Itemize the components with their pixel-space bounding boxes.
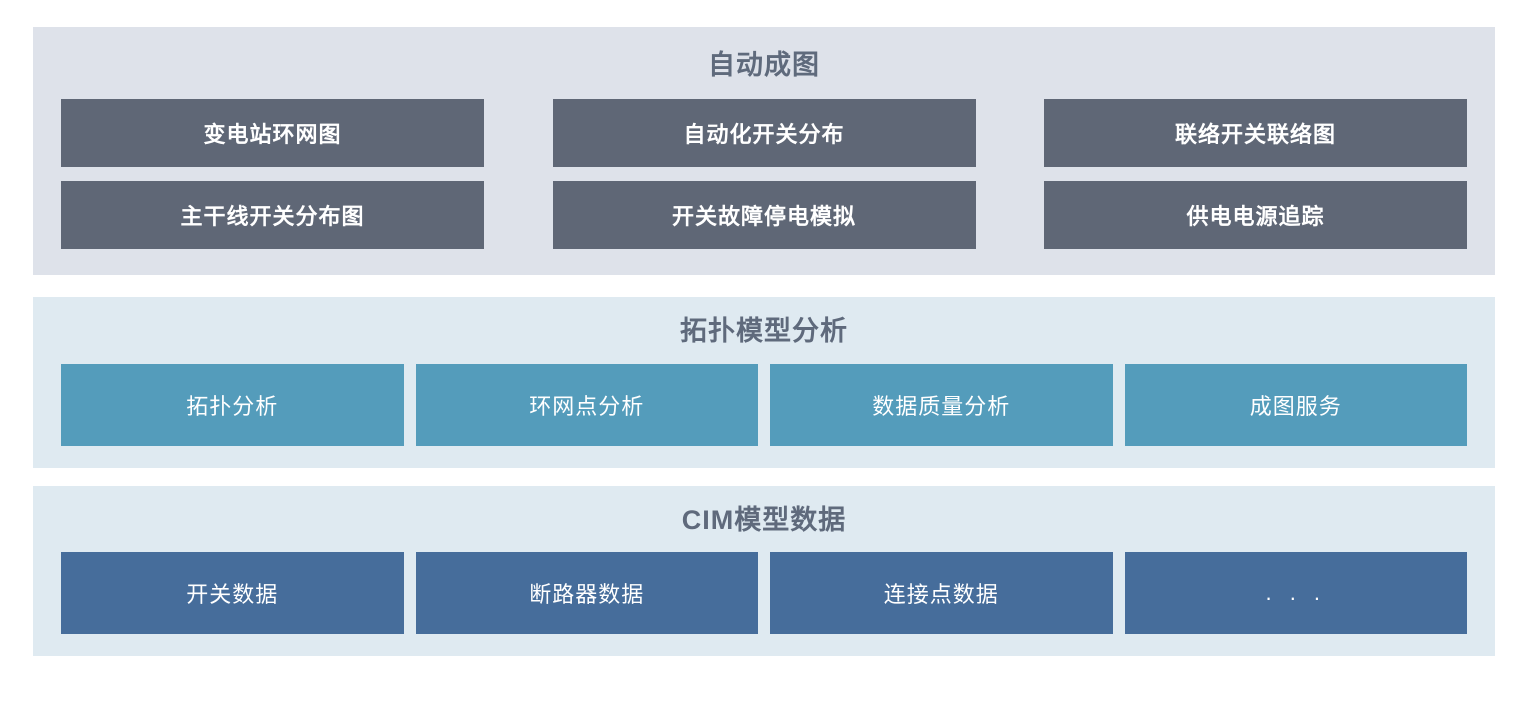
tile-switch-data[interactable]: 开关数据 [61,552,404,635]
panel-cim-model-data-title: CIM模型数据 [681,504,847,535]
tile-switch-fault-outage-simulation[interactable]: 开关故障停电模拟 [552,181,976,250]
tile-substation-ring-network-diagram[interactable]: 变电站环网图 [61,99,484,168]
tile-circuit-breaker-data[interactable]: 断路器数据 [415,552,758,635]
tile-label: 数据质量分析 [872,393,1011,419]
tile-ring-network-point-analysis[interactable]: 环网点分析 [415,363,758,446]
architecture-diagram: 自动成图 变电站环网图 自动化开关分布 联络开关联络图 主干线开关分布图 开关故… [33,27,1495,657]
ellipsis-icon: . . . [1265,580,1327,606]
tile-label: 开关数据 [186,582,279,608]
auto-mapping-row-1: 变电站环网图 自动化开关分布 联络开关联络图 [61,99,1467,168]
tile-label: 供电电源追踪 [1186,204,1325,230]
cim-row-1: 开关数据 断路器数据 连接点数据 . . . [61,552,1467,635]
panel-auto-mapping: 自动成图 变电站环网图 自动化开关分布 联络开关联络图 主干线开关分布图 开关故… [33,27,1495,276]
tile-label: 拓扑分析 [186,393,279,419]
tile-automation-switch-distribution[interactable]: 自动化开关分布 [552,99,976,168]
tile-connectivity-node-data[interactable]: 连接点数据 [770,552,1113,635]
topology-row-1: 拓扑分析 环网点分析 数据质量分析 成图服务 [61,363,1467,446]
tile-label: 开关故障停电模拟 [671,204,856,230]
tile-topology-analysis[interactable]: 拓扑分析 [61,363,404,446]
panel-cim-model-data: CIM模型数据 开关数据 断路器数据 连接点数据 . . . [33,485,1495,657]
tile-label: 主干线开关分布图 [180,204,365,230]
tile-power-supply-source-tracing[interactable]: 供电电源追踪 [1044,181,1467,250]
tile-label: 断路器数据 [529,582,645,608]
tile-label: 变电站环网图 [203,122,342,148]
auto-mapping-row-2: 主干线开关分布图 开关故障停电模拟 供电电源追踪 [61,181,1467,250]
tile-mapping-service[interactable]: 成图服务 [1124,363,1467,446]
tile-label: 连接点数据 [883,582,999,608]
tile-data-quality-analysis[interactable]: 数据质量分析 [770,363,1113,446]
tile-label: 联络开关联络图 [1174,122,1336,148]
tile-tie-switch-connection-diagram[interactable]: 联络开关联络图 [1044,99,1467,168]
panel-topology-model-analysis-title: 拓扑模型分析 [680,316,848,347]
tile-label: 自动化开关分布 [683,122,845,148]
panel-auto-mapping-title: 自动成图 [708,50,820,80]
tile-trunk-line-switch-distribution-diagram[interactable]: 主干线开关分布图 [61,181,484,250]
tile-label: 成图服务 [1249,393,1342,419]
tile-more-data[interactable]: . . . [1124,552,1467,635]
tile-label: 环网点分析 [529,393,645,419]
panel-topology-model-analysis: 拓扑模型分析 拓扑分析 环网点分析 数据质量分析 成图服务 [33,297,1495,468]
